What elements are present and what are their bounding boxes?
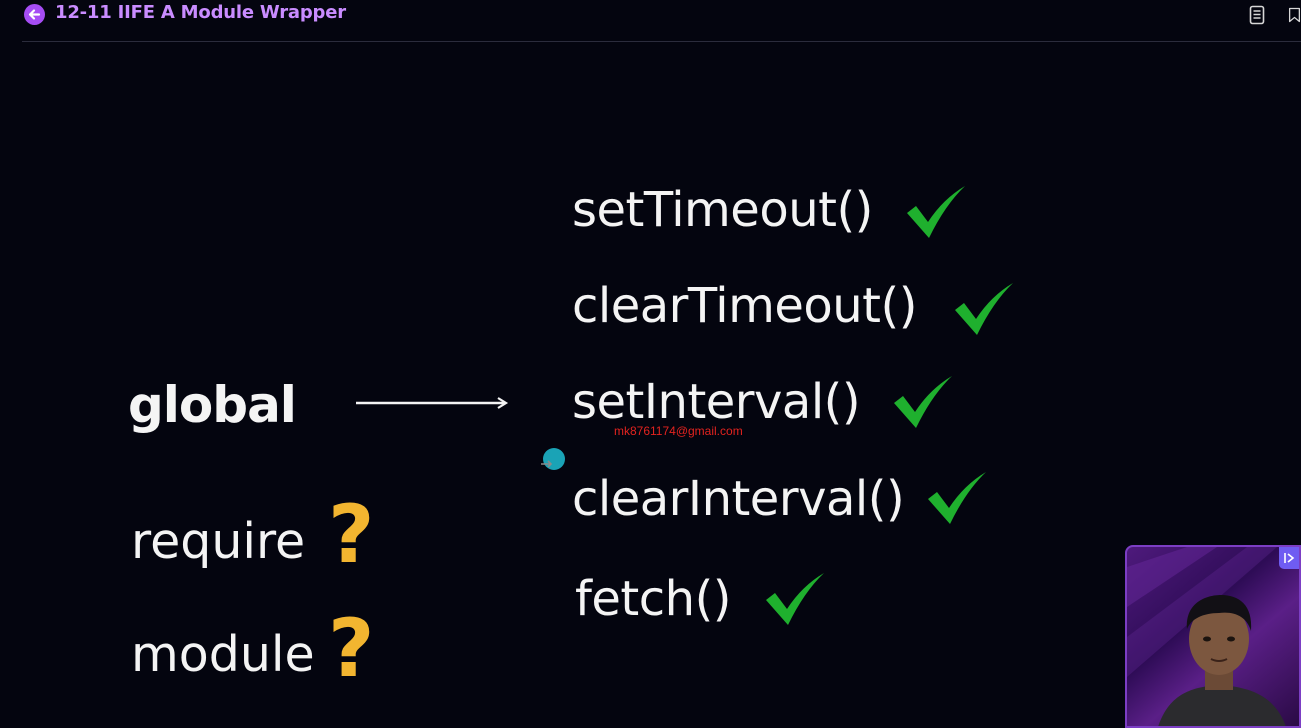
header-divider: [22, 41, 1301, 42]
question-mark-icon: ?: [328, 602, 375, 695]
expand-icon: [1284, 553, 1295, 563]
require-label: require: [131, 513, 306, 570]
video-slide[interactable]: global require ? module ? setTimeout() c…: [0, 42, 1301, 728]
notes-button[interactable]: [1247, 4, 1267, 26]
email-watermark: mk8761174@gmail.com: [614, 424, 743, 438]
lesson-header: 12-11 IIFE A Module Wrapper: [0, 0, 1301, 30]
bookmark-icon: [1288, 7, 1301, 23]
fetch-item: fetch(): [575, 571, 732, 627]
check-icon: [955, 283, 1013, 335]
cleartimeout-item: clearTimeout(): [572, 278, 917, 334]
presenter-video: [1127, 547, 1286, 726]
check-icon: [928, 472, 986, 524]
notes-icon: [1249, 5, 1265, 25]
settimeout-item: setTimeout(): [572, 182, 873, 238]
clearinterval-item: clearInterval(): [572, 471, 905, 527]
presenter-webcam[interactable]: [1125, 545, 1301, 728]
back-button[interactable]: [24, 4, 45, 25]
check-icon: [894, 376, 952, 428]
setinterval-item: setInterval(): [572, 374, 861, 430]
pointer-icon: [541, 460, 553, 468]
module-label: module: [131, 626, 315, 683]
global-label: global: [128, 376, 297, 434]
bookmark-button[interactable]: [1288, 4, 1301, 26]
check-icon: [766, 573, 824, 625]
expand-webcam-button[interactable]: [1279, 547, 1299, 569]
lesson-title: 12-11 IIFE A Module Wrapper: [55, 2, 346, 23]
right-arrow-icon: [356, 397, 509, 409]
question-mark-icon: ?: [328, 488, 375, 581]
check-icon: [907, 186, 965, 238]
arrow-left-icon: [28, 9, 41, 20]
